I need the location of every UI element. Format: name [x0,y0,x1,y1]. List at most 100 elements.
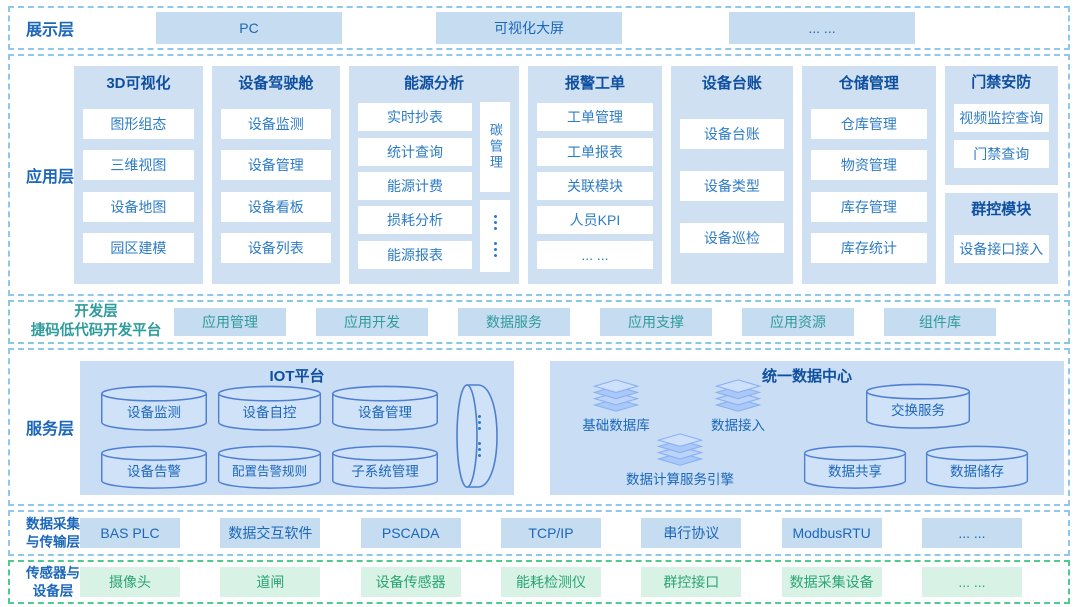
display-layer-section: 展示层 PC 可视化大屏 ... ... [8,6,1070,50]
database-cylinder: 配置告警规则 [216,445,323,489]
sensor-item-data-collection-device: 数据采集设备 [781,567,882,597]
cylinder-label: 数据共享 [828,463,882,479]
module-chip: 设备接口接入 [953,234,1050,263]
data-share-cylinder: 数据共享 [802,445,908,489]
module-chip: 设备监测 [220,108,331,139]
sensor-layer-label-line1: 传感器与 [26,565,80,581]
vertical-dots-icon [493,215,497,257]
horizontal-cylinder-icon [456,384,498,488]
service-layer-label: 服务层 [26,421,75,438]
transport-layer-label: 数据采集 与传输层 [20,515,86,550]
cylinder-label: 设备监测 [127,404,181,420]
sensor-item-group-control-interface: 群控接口 [641,567,742,597]
development-layer-section: 开发层 捷码低代码开发平台 应用管理 应用开发 数据服务 应用支撑 应用资源 组… [8,300,1070,344]
transport-item-pscada: PSCADA [360,518,461,548]
column-title: 设备台账 [701,75,762,92]
cylinder-label: 数据储存 [950,463,1004,479]
cylinder-label: 配置告警规则 [231,464,307,479]
sensor-item-energy-detector: 能耗检测仪 [500,567,601,597]
transport-layer-label-line1: 数据采集 [26,516,80,532]
module-chip: 设备巡检 [679,223,785,253]
app-column-warehouse-management: 仓储管理 仓库管理 物资管理 库存管理 库存统计 [802,66,936,284]
sensor-items: 摄像头 道闸 设备传感器 能耗检测仪 群控接口 数据采集设备 ... ... [80,567,1022,597]
cylinder-label: 设备管理 [358,404,412,420]
database-cylinder: 子系统管理 [330,445,440,489]
cylinder-label: 设备自控 [242,404,297,420]
cylinder-icon [101,445,207,489]
group-control-panel: 群控模块 设备接口接入 [944,192,1059,284]
cylinder-label: 子系统管理 [351,463,419,479]
transport-layer-label-line2: 与传输层 [26,534,80,549]
cylinder-label: 交换服务 [891,402,945,418]
database-cylinder: 设备监测 [99,385,209,431]
module-chip: 设备台账 [679,119,785,149]
sensor-layer-label-line2: 设备层 [32,583,74,598]
app-column-device-ledger: 设备台账 设备台账 设备类型 设备巡检 [670,66,794,284]
carbon-management-label: 碳管理 [487,123,503,171]
app-column-3d-visualization: 3D可视化 图形组态 三维视图 设备地图 园区建模 [74,66,203,284]
module-chip: 能源报表 [357,240,473,269]
module-chip: 设备看板 [220,191,331,222]
module-chip: 人员KPI [537,206,653,235]
vertical-dots-icon [478,415,481,457]
application-columns: 3D可视化 图形组态 三维视图 设备地图 园区建模 设备驾驶舱 设备监测 设备管… [74,66,1059,284]
transport-item-modbus-rtu: ModbusRTU [781,518,882,548]
module-chip: 工单管理 [537,103,653,132]
dev-item-data-service: 数据服务 [458,308,570,336]
cylinder-label: 设备告警 [127,463,181,479]
column-title: 设备驾驶舱 [238,75,314,92]
module-chip: 仓库管理 [811,108,927,139]
data-compute-engine-stack: 数据计算服务引擎 [600,433,760,488]
cylinder-icon [101,385,207,431]
app-column-energy-analysis: 能源分析 实时抄表 统计查询 能源计费 损耗分析 能源报表 碳管理 [348,66,520,284]
transport-items: BAS PLC 数据交互软件 PSCADA TCP/IP 串行协议 Modbus… [80,518,1022,548]
module-chip: 设备管理 [220,150,331,181]
cylinder-icon [865,383,971,429]
cylinder-icon [925,445,1029,489]
app-column-device-cockpit: 设备驾驶舱 设备监测 设备管理 设备看板 设备列表 [211,66,340,284]
module-chip: 关联模块 [537,171,653,200]
cylinder-icon [803,445,907,489]
module-chip: 园区建模 [83,233,194,264]
dev-item-app-resource: 应用资源 [742,308,854,336]
module-chip: 库存统计 [811,233,927,264]
module-chip-more: ... ... [537,240,653,269]
display-item-pc: PC [156,12,342,44]
module-chip: 统计查询 [357,137,473,166]
cylinder-icon [217,445,322,489]
more-services-cylinder [454,383,499,489]
module-chip: 能源计费 [357,171,473,200]
sensor-item-more: ... ... [921,567,1022,597]
database-cylinder: 设备告警 [99,445,209,489]
access-security-panel: 门禁安防 视频监控查询 门禁查询 [944,66,1059,185]
column-title: 能源分析 [404,75,465,92]
application-layer-section: 应用层 3D可视化 图形组态 三维视图 设备地图 园区建模 设备驾驶舱 设备监测… [8,54,1070,296]
module-chip: 设备类型 [679,171,785,201]
column-title: 群控模块 [971,200,1032,218]
column-title: 报警工单 [564,75,625,92]
database-cylinder: 设备自控 [216,385,323,431]
carbon-management-box: 碳管理 [480,102,511,192]
module-chip: 图形组态 [83,108,194,139]
column-title: 3D可视化 [106,75,171,92]
service-layer-section: 服务层 IOT平台 设备监测 设备自控 设备管理 设备告警 配置告警规则 [8,348,1070,506]
stack-label: 数据计算服务引擎 [626,472,734,487]
display-layer-label: 展示层 [26,22,75,39]
data-stack-icon [656,433,704,466]
stack-label: 数据接入 [711,418,765,433]
module-chip: 三维视图 [83,150,194,181]
iot-platform-title: IOT平台 [269,368,325,385]
dev-item-component-library: 组件库 [884,308,996,336]
unified-data-center-panel: 统一数据中心 基础数据库 [550,361,1064,495]
app-column-alarm-workorder: 报警工单 工单管理 工单报表 关联模块 人员KPI ... ... [528,66,662,284]
module-chip: 视频监控查询 [953,103,1050,132]
iot-platform-panel: IOT平台 设备监测 设备自控 设备管理 设备告警 配置告警规则 [80,361,514,495]
module-chip: 门禁查询 [953,139,1050,168]
data-center-title: 统一数据中心 [761,368,852,385]
dev-item-app-support: 应用支撑 [600,308,712,336]
development-layer-label-line2: 捷码低代码开发平台 [30,323,162,339]
application-layer-label: 应用层 [26,169,75,186]
column-title: 仓储管理 [838,75,899,92]
development-layer-label: 开发层 捷码低代码开发平台 [18,303,174,341]
